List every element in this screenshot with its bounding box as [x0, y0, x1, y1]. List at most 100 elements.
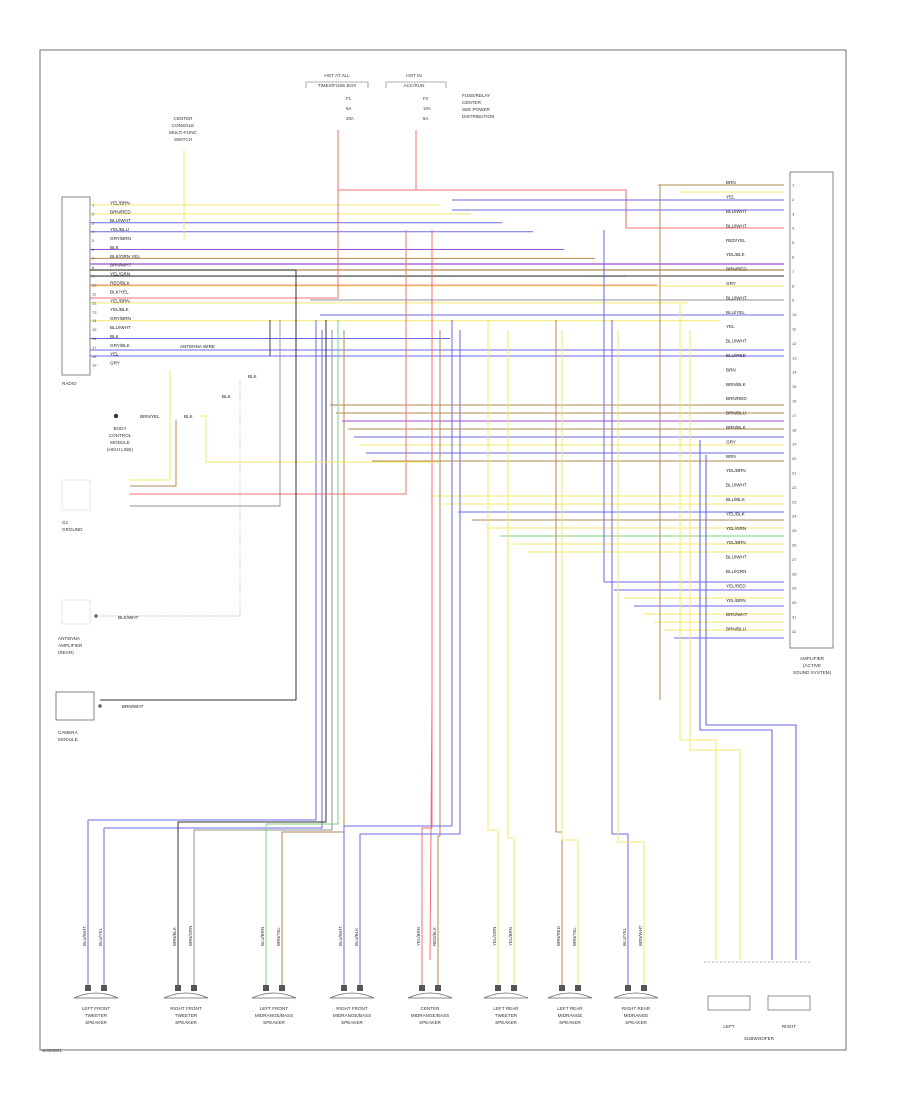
radio-wire-label: BLU/WHT: [110, 218, 131, 223]
footer-code: W000001: [42, 1048, 62, 1053]
amp-wire-label: RED/YEL: [726, 238, 746, 243]
amp-wire-label: BLU/WHT: [726, 295, 747, 300]
amp-label-2: SOUND SYSTEM): [793, 670, 832, 675]
amp-pin: 23: [792, 499, 797, 504]
radio-wire-label: YEL/BLU: [110, 227, 129, 232]
aux-tag-3: BLK: [184, 414, 194, 419]
amp-pin: 4: [792, 226, 795, 231]
speaker-wire-label: YEL/BRN: [416, 927, 421, 946]
console-label-0: CENTER: [174, 116, 194, 121]
subwoofer-right: RIGHT: [782, 1024, 796, 1029]
amp-pin: 32: [792, 629, 797, 634]
speaker-feed-a: [555, 320, 563, 990]
radio-pin: 17: [92, 345, 97, 350]
speaker-feed-b: [281, 330, 345, 990]
fuse-relay-note: FUSE/RELAY CENTER SEE POWER DISTRIBUTION: [462, 93, 494, 119]
ground-gray: [130, 320, 281, 507]
speaker-wire-label: BRN/BLK: [172, 927, 177, 946]
radio-wire-label: GRY/BLK: [110, 343, 131, 348]
sub-feed-2: [689, 330, 741, 960]
sub-feed-1: [679, 300, 717, 960]
amp-wire-label: YEL: [726, 324, 735, 329]
note-label-3: DISTRIBUTION: [462, 114, 494, 119]
fuse2-wire-0: F2: [423, 96, 429, 101]
radio-pin: 19: [92, 363, 97, 368]
amp-pin: 5: [792, 240, 795, 245]
amp-wire-label: BRN/BLU: [726, 627, 746, 632]
amp-wire-label: GRY: [726, 439, 736, 444]
amp-pin: 8: [792, 283, 795, 288]
amp-wire-label: BRN: [726, 367, 736, 372]
radio-pin: 13: [92, 309, 97, 314]
speaker-label: SPEAKER: [559, 1020, 581, 1025]
speaker-feed-b: [507, 330, 515, 990]
amp-pin: 28: [792, 571, 797, 576]
radio-wire-label: BRN/RED: [110, 209, 131, 214]
amp-label-0: AMPLIFIER: [800, 656, 825, 661]
amp-pin: 2: [792, 197, 795, 202]
speaker-wire-label: BLU/WHT: [338, 926, 343, 946]
amp-pin: 17: [792, 413, 797, 418]
ground-block: G1 GROUND: [61, 479, 91, 532]
antenna-amplifier-block: BLK/WHT ANTENNA AMPLIFIER (REAR): [58, 599, 139, 655]
speaker-wire-label: YEL/GRN: [492, 927, 497, 946]
radio-wire-label: YEL/BRN: [110, 298, 130, 303]
speaker-feed-a: [343, 320, 453, 990]
radio-wire-label: BLK/GRN YEL: [110, 254, 140, 259]
radio-pin: 14: [92, 318, 97, 323]
radio-wire-label: GRY/BRN: [110, 236, 131, 241]
speaker-feed-a: [421, 320, 433, 990]
radio-wire-label: BRN/WHT: [110, 263, 132, 268]
amp-pin: 9: [792, 298, 795, 303]
radio-pin: 11: [92, 292, 97, 297]
antenna-label-0: ANTENNA: [58, 636, 81, 641]
amp-wire-label: BLU/WHT: [726, 339, 747, 344]
antenna-wire: BLK/WHT: [118, 615, 139, 620]
left-misc-red: [130, 230, 407, 495]
speaker-label: SPEAKER: [495, 1020, 517, 1025]
amp-wire-label: YEL/BRN: [726, 598, 746, 603]
speaker-wire-label: BRN/WHT: [638, 925, 643, 946]
radio-wire-label: BLK/YEL: [110, 289, 129, 294]
amp-pin: 15: [792, 384, 797, 389]
speaker-wire-label: YEL/BRN: [508, 927, 513, 946]
amp-pin: 30: [792, 600, 797, 605]
amp-label-1: (ACTIVE: [803, 663, 821, 668]
antenna-wire-label: ANTENNA WIRE: [180, 344, 215, 349]
subwoofer-label: SUBWOOFER: [744, 1036, 775, 1041]
fuse-hot-at-all-times: HOT AT ALL TIMES/FUSE BOX F1 5A 20A: [305, 73, 369, 121]
amp-wire-label: BRN/RED: [726, 267, 747, 272]
camera-black: [90, 269, 297, 701]
camera-label-0: CAMERA: [58, 730, 79, 735]
speaker-label: RIGHT REAR: [622, 1006, 651, 1011]
amp-wire-label: YEL/BRN: [726, 540, 746, 545]
amp-pin: 7: [792, 269, 795, 274]
radio-wire-label: YEL/GRN: [110, 272, 130, 277]
console-label-3: SWITCH: [174, 137, 192, 142]
jbox-label-3: (HIGH LINE): [107, 447, 134, 452]
amp-pin: 6: [792, 255, 795, 260]
fuse-hot-in-acc-run: HOT IN ACC/RUN F2 10A 5A: [385, 73, 447, 121]
amp-wire-label: GRY: [726, 281, 736, 286]
amp-pin: 11: [792, 327, 797, 332]
radio-pin: 18: [92, 354, 97, 359]
camera-wire: BRN/WHT: [122, 704, 144, 709]
speaker-label: MIDRANGE: [558, 1013, 583, 1018]
speaker-label: MIDRANGE/BASS: [411, 1013, 449, 1018]
amp-wire-label: YEL/BRN: [726, 468, 746, 473]
radio-pin: 10: [92, 283, 97, 288]
radio-pin: 9: [92, 274, 95, 279]
ground-label-0: G1: [62, 520, 69, 525]
radio-wire-label: RED/BLK: [110, 281, 131, 286]
speaker-label: SPEAKER: [263, 1020, 285, 1025]
amp-wire-label: BRN/RED: [726, 396, 747, 401]
radio-wire-labels: YEL/BRNBRN/REDBLU/WHTYEL/BLUGRY/BRNBLKBL…: [110, 200, 140, 365]
amp-wire-label: YEL/RED: [726, 583, 746, 588]
speaker-wire-label: BRN/GRN: [188, 926, 193, 946]
amp-wire-label: BLU/WHT: [726, 555, 747, 560]
